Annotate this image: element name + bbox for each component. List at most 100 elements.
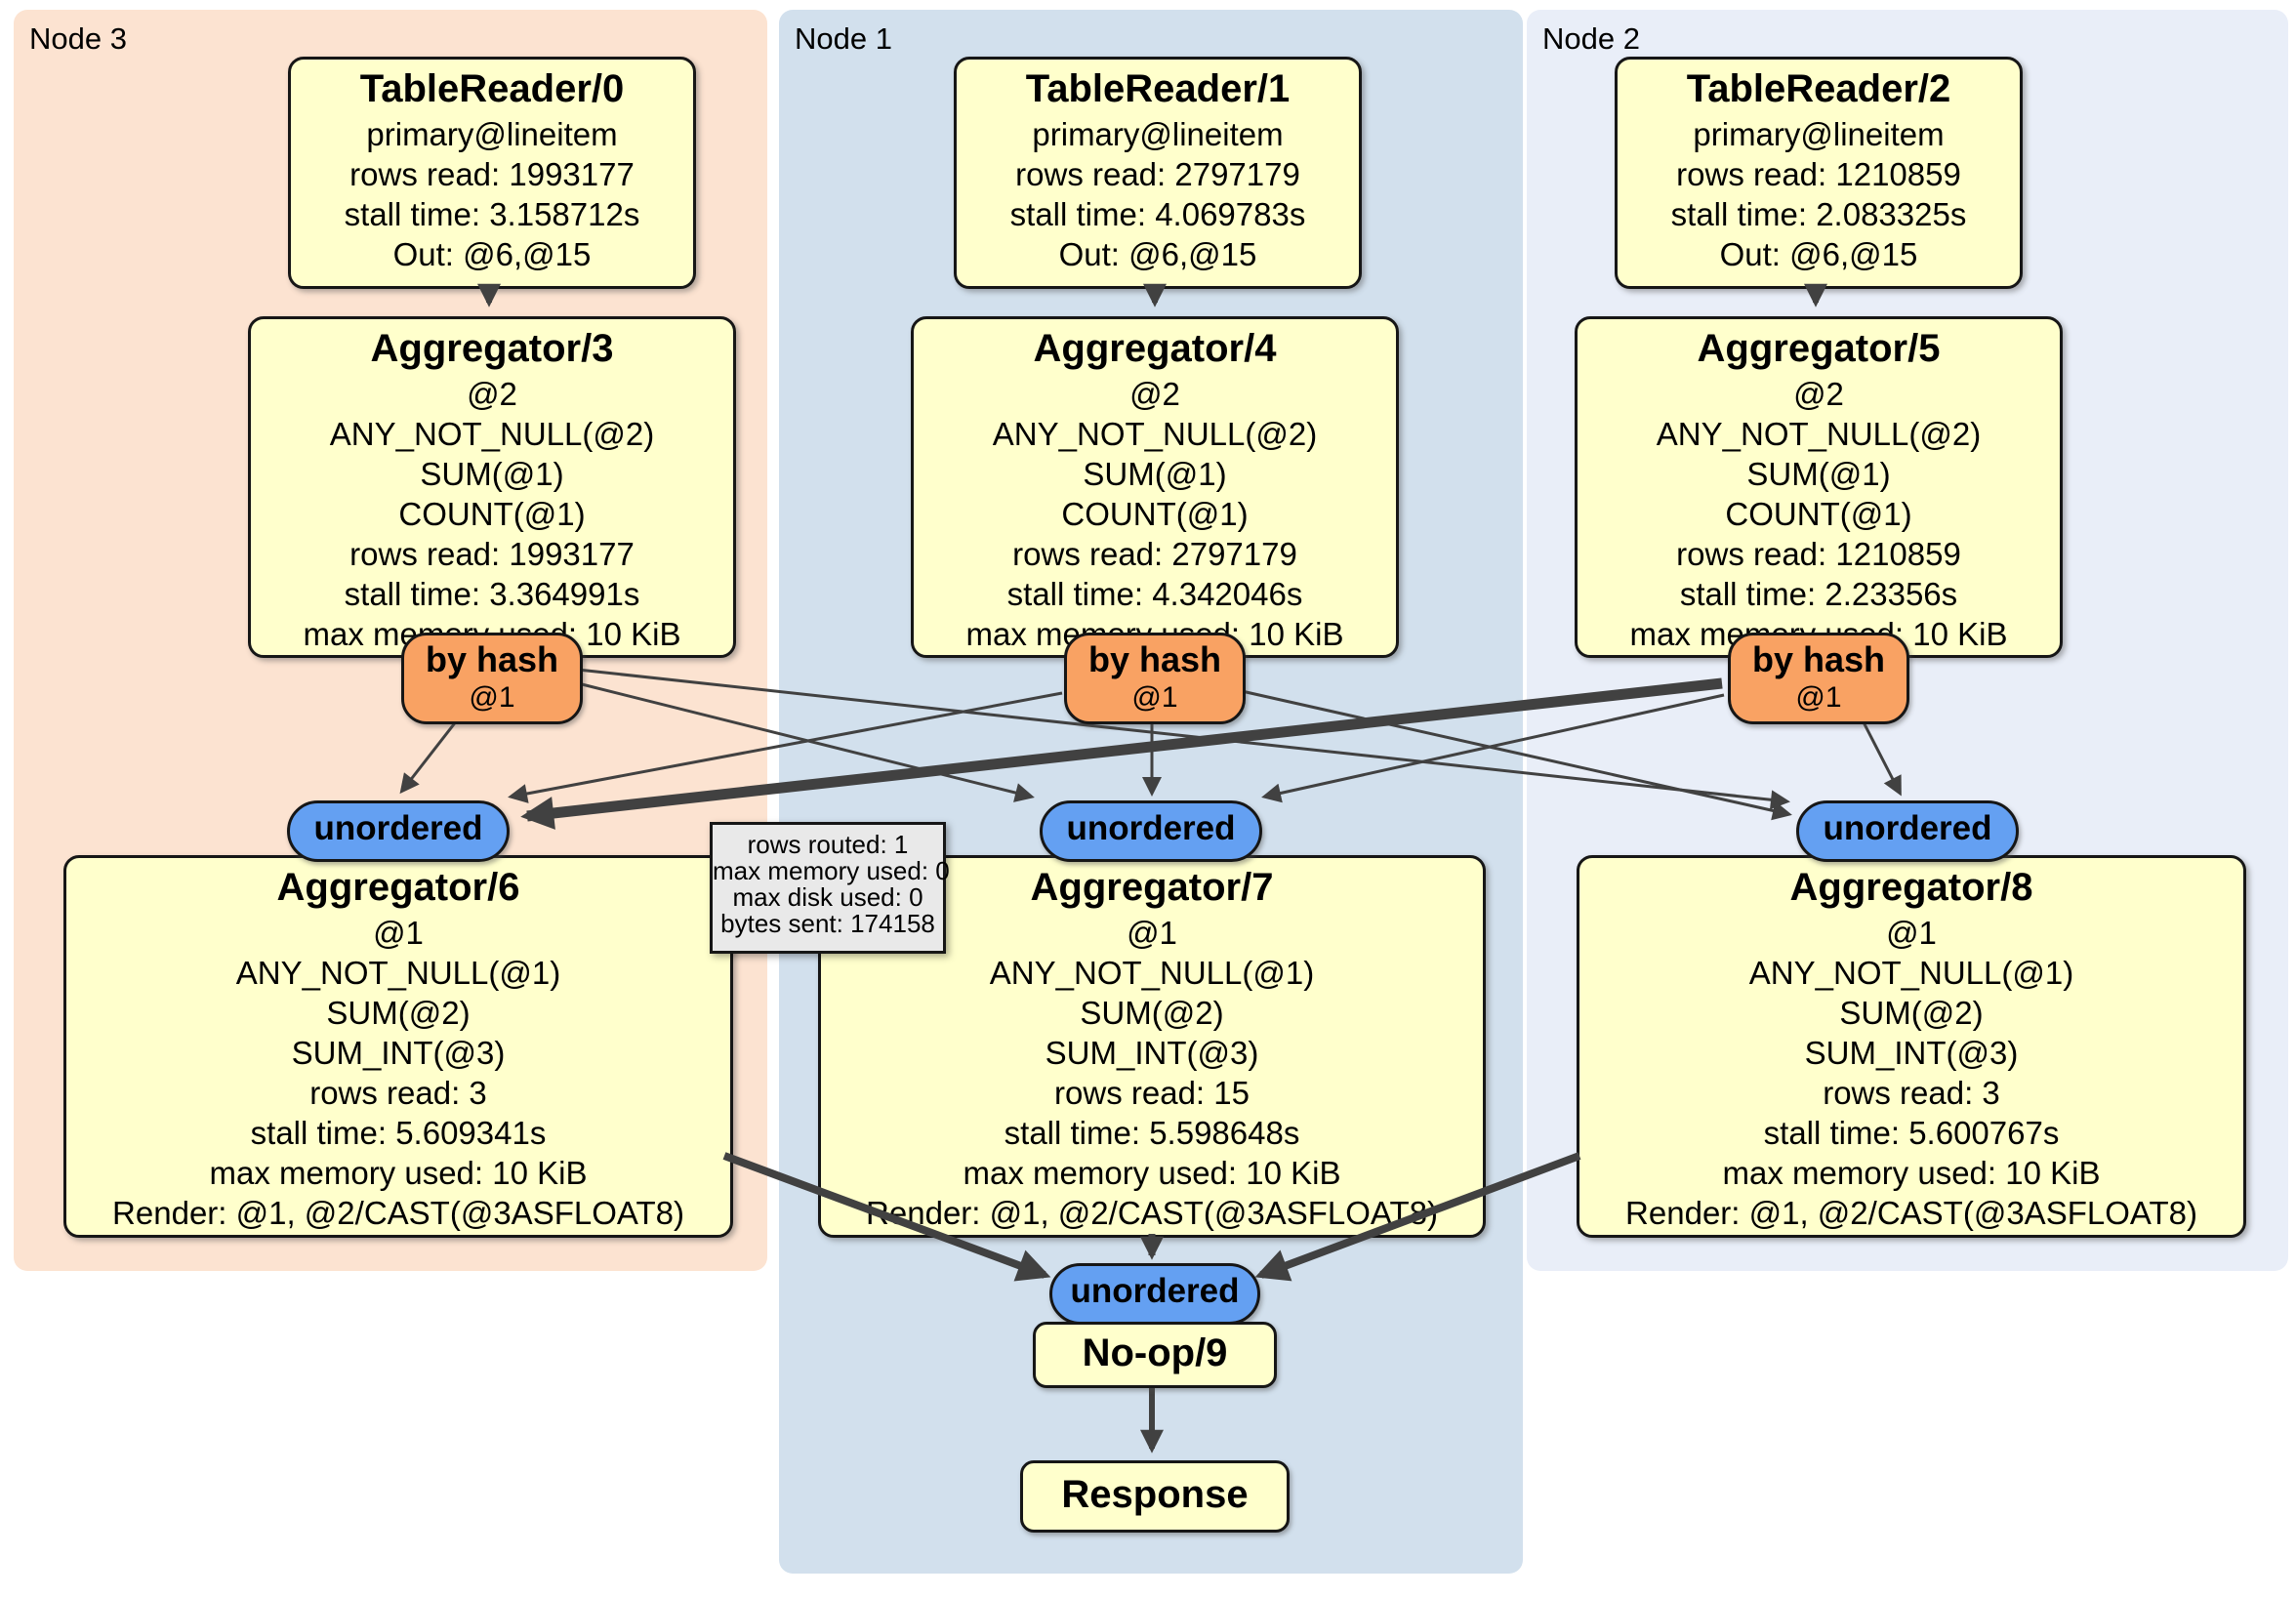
edge-hash4-unordered3[interactable] bbox=[508, 691, 1063, 803]
stat-line: rows read: 2797179 bbox=[1012, 536, 1297, 572]
operator-title: Aggregator/7 bbox=[1030, 866, 1274, 909]
stat-line: @1 bbox=[373, 915, 424, 951]
stat-line: stall time: 4.342046s bbox=[1006, 576, 1303, 612]
router-detail: @1 bbox=[469, 681, 515, 714]
stat-line: @2 bbox=[1793, 376, 1844, 412]
stat-line: ANY_NOT_NULL(@2) bbox=[992, 416, 1318, 452]
edge-hash4-unordered8[interactable] bbox=[1241, 689, 1792, 821]
stat-line: Render: @1, @2/CAST(@3ASFLOAT8) bbox=[1625, 1195, 2197, 1231]
stat-line: ANY_NOT_NULL(@2) bbox=[329, 416, 655, 452]
router-detail: @1 bbox=[1131, 681, 1178, 714]
stat-line: SUM(@2) bbox=[326, 995, 471, 1031]
edge-hash3-unordered3[interactable] bbox=[399, 719, 459, 795]
operator-title: Aggregator/8 bbox=[1789, 866, 2033, 909]
edge-hash5-unordered7[interactable] bbox=[1261, 693, 1725, 803]
stat-line: stall time: 4.069783s bbox=[1009, 196, 1306, 232]
stat-line: rows read: 1993177 bbox=[349, 156, 635, 192]
stat-line: rows read: 2797179 bbox=[1015, 156, 1300, 192]
edge-hash3-unordered8[interactable] bbox=[577, 668, 1790, 810]
edge-hash5-unordered8[interactable] bbox=[1861, 719, 1902, 797]
stat-line: SUM(@2) bbox=[1080, 995, 1224, 1031]
stat-line: Out: @6,@15 bbox=[1058, 236, 1257, 272]
node2-label: Node 2 bbox=[1542, 21, 1640, 56]
edge-hash5-unordered3[interactable] bbox=[520, 677, 1723, 830]
stat-line: SUM_INT(@3) bbox=[1045, 1035, 1259, 1071]
stat-line: rows read: 1210859 bbox=[1676, 156, 1961, 192]
operator-title: TableReader/2 bbox=[1686, 67, 1951, 110]
router-label: by hash bbox=[425, 639, 559, 679]
stat-line: max memory used: 10 KiB bbox=[1722, 1155, 2101, 1191]
edge-hash3-unordered7[interactable] bbox=[577, 681, 1035, 802]
operator-box-response[interactable]: Response bbox=[1020, 1460, 1290, 1533]
stat-line: Out: @6,@15 bbox=[392, 236, 592, 272]
stat-line: stall time: 5.609341s bbox=[250, 1115, 547, 1151]
stat-line: primary@lineitem bbox=[1693, 116, 1945, 152]
tooltip-line: max disk used: 0 bbox=[732, 882, 923, 912]
stat-line: ANY_NOT_NULL(@1) bbox=[235, 955, 561, 991]
operator-title: Aggregator/5 bbox=[1697, 327, 1941, 370]
router-by-hash-5[interactable]: by hash @1 bbox=[1728, 633, 1909, 724]
stat-line: rows read: 15 bbox=[1054, 1075, 1250, 1111]
stream-unordered-7[interactable]: unordered bbox=[1040, 800, 1262, 862]
tooltip-line: rows routed: 1 bbox=[747, 830, 909, 859]
operator-title: TableReader/1 bbox=[1025, 67, 1291, 110]
tooltip-line: max memory used: 0 bbox=[713, 856, 950, 885]
operator-title: Aggregator/6 bbox=[276, 866, 520, 909]
stat-line: SUM(@1) bbox=[1083, 456, 1227, 492]
stat-line: ANY_NOT_NULL(@2) bbox=[1656, 416, 1982, 452]
operator-box-noop-9[interactable]: No-op/9 bbox=[1033, 1322, 1277, 1388]
stat-line: SUM(@1) bbox=[1746, 456, 1891, 492]
operator-box-aggregator-7[interactable]: Aggregator/7 @1 ANY_NOT_NULL(@1) SUM(@2)… bbox=[818, 855, 1486, 1238]
operator-title: Aggregator/3 bbox=[370, 327, 614, 370]
stat-line: rows read: 1993177 bbox=[349, 536, 635, 572]
router-detail: @1 bbox=[1795, 681, 1842, 714]
operator-title: TableReader/0 bbox=[359, 67, 625, 110]
stat-line: @1 bbox=[1886, 915, 1937, 951]
stat-line: @2 bbox=[1129, 376, 1180, 412]
stat-line: COUNT(@1) bbox=[1061, 496, 1249, 532]
stat-line: primary@lineitem bbox=[1032, 116, 1284, 152]
stat-line: Out: @6,@15 bbox=[1719, 236, 1918, 272]
stat-line: ANY_NOT_NULL(@1) bbox=[989, 955, 1315, 991]
stat-line: SUM(@1) bbox=[420, 456, 564, 492]
edge-aggregator8-unordered9[interactable] bbox=[1254, 1152, 1581, 1282]
stat-line: ANY_NOT_NULL(@1) bbox=[1748, 955, 2074, 991]
stat-line: stall time: 5.598648s bbox=[1004, 1115, 1300, 1151]
stat-line: @2 bbox=[467, 376, 517, 412]
edge-aggregator6-unordered9[interactable] bbox=[722, 1152, 1051, 1282]
stat-line: stall time: 5.600767s bbox=[1763, 1115, 2060, 1151]
operator-title: Aggregator/4 bbox=[1033, 327, 1277, 370]
stat-line: max memory used: 10 KiB bbox=[209, 1155, 588, 1191]
stat-line: stall time: 2.23356s bbox=[1679, 576, 1958, 612]
stream-unordered-8[interactable]: unordered bbox=[1796, 800, 2019, 862]
stat-line: rows read: 3 bbox=[1823, 1075, 2000, 1111]
operator-box-tablereader-1[interactable]: TableReader/1 primary@lineitem rows read… bbox=[954, 57, 1362, 289]
stream-unordered-9[interactable]: unordered bbox=[1049, 1263, 1260, 1325]
operator-box-aggregator-8[interactable]: Aggregator/8 @1 ANY_NOT_NULL(@1) SUM(@2)… bbox=[1577, 855, 2246, 1238]
stat-line: SUM_INT(@3) bbox=[1804, 1035, 2019, 1071]
node1-label: Node 1 bbox=[795, 21, 892, 56]
operator-box-aggregator-6[interactable]: Aggregator/6 @1 ANY_NOT_NULL(@1) SUM(@2)… bbox=[63, 855, 733, 1238]
stream-unordered-3[interactable]: unordered bbox=[287, 800, 510, 862]
stat-line: stall time: 3.158712s bbox=[344, 196, 640, 232]
stat-line: rows read: 3 bbox=[309, 1075, 487, 1111]
stat-line: SUM_INT(@3) bbox=[291, 1035, 506, 1071]
router-by-hash-4[interactable]: by hash @1 bbox=[1064, 633, 1246, 724]
stat-line: Render: @1, @2/CAST(@3ASFLOAT8) bbox=[112, 1195, 684, 1231]
tooltip-line: bytes sent: 174158 bbox=[720, 909, 935, 938]
node3-label: Node 3 bbox=[29, 21, 127, 56]
stat-line: rows read: 1210859 bbox=[1676, 536, 1961, 572]
operator-box-tablereader-2[interactable]: TableReader/2 primary@lineitem rows read… bbox=[1615, 57, 2023, 289]
stat-line: COUNT(@1) bbox=[398, 496, 586, 532]
stream-stats-tooltip: rows routed: 1 max memory used: 0 max di… bbox=[710, 822, 950, 954]
stat-line: Render: @1, @2/CAST(@3ASFLOAT8) bbox=[866, 1195, 1438, 1231]
router-by-hash-3[interactable]: by hash @1 bbox=[401, 633, 583, 724]
operator-box-aggregator-4[interactable]: Aggregator/4 @2 ANY_NOT_NULL(@2) SUM(@1)… bbox=[911, 316, 1399, 658]
stat-line: SUM(@2) bbox=[1839, 995, 1984, 1031]
router-label: by hash bbox=[1087, 639, 1222, 679]
stat-line: max memory used: 10 KiB bbox=[963, 1155, 1341, 1191]
stat-line: @1 bbox=[1127, 915, 1177, 951]
stat-line: primary@lineitem bbox=[366, 116, 618, 152]
